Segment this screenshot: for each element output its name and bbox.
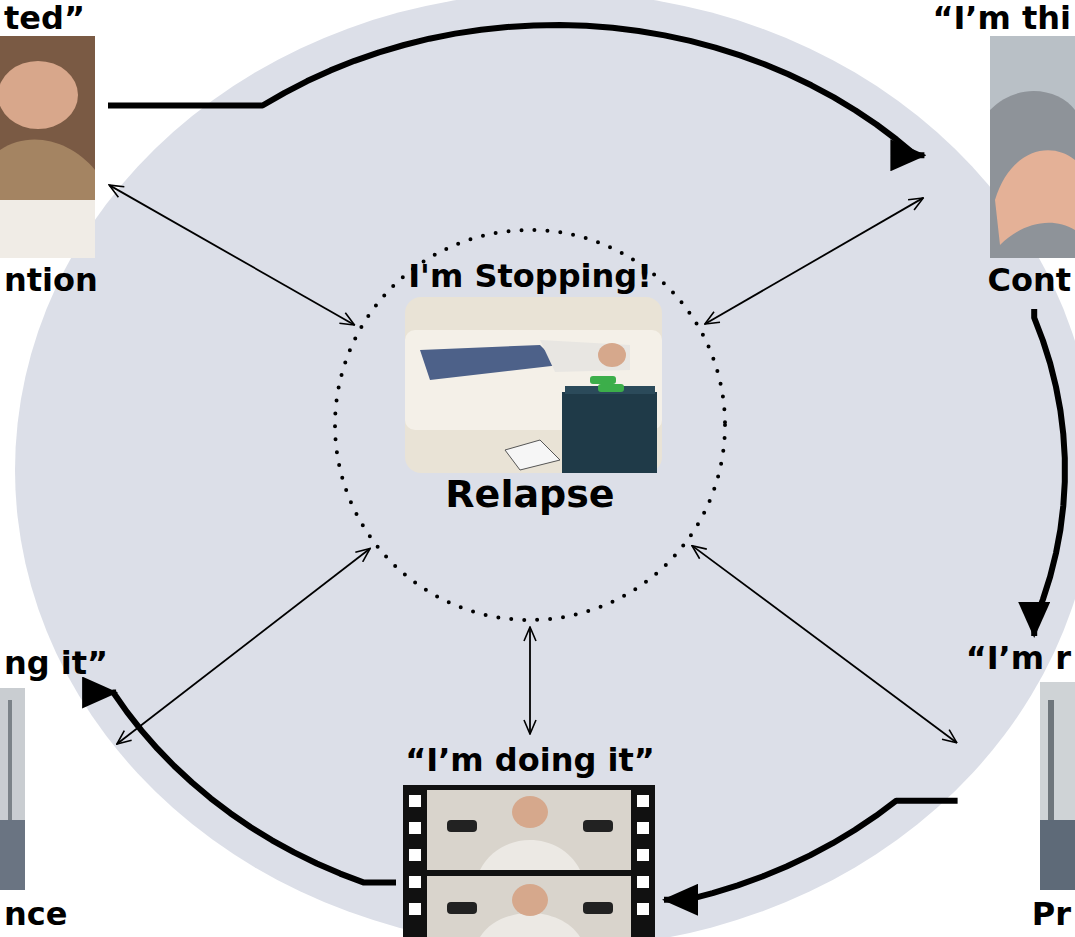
relapse-arrow <box>692 546 957 743</box>
shirt <box>480 840 580 870</box>
stage-quote: “I’m r <box>966 640 1071 677</box>
film <box>403 785 655 937</box>
stage-quote: “I’m doing it” <box>405 742 655 779</box>
face <box>0 61 78 129</box>
shirt <box>990 91 1075 258</box>
relapse-arrow <box>117 549 370 745</box>
face <box>512 884 548 916</box>
sleeping-man-photo <box>0 36 95 258</box>
stage-name: nce <box>4 896 67 933</box>
still-doing-man-photo <box>0 688 25 890</box>
relapse-arrow <box>109 185 354 325</box>
cycle-arrow <box>108 25 924 155</box>
photo-ground <box>0 688 25 890</box>
side-table <box>562 392 657 473</box>
stage-name: Pr <box>1032 896 1071 933</box>
dumbbell <box>598 384 624 392</box>
machine-bar <box>1048 700 1054 820</box>
sprocket-hole <box>409 795 421 807</box>
relapse-arrow <box>705 198 923 324</box>
cycle-arrow <box>113 693 396 883</box>
shirt <box>540 340 630 372</box>
sprocket-hole <box>409 822 421 834</box>
dumbbell <box>447 902 477 914</box>
relapse-arrow <box>529 627 531 734</box>
sprocket-hole <box>637 903 649 915</box>
floor <box>0 820 25 890</box>
cycle-ground <box>15 0 1075 937</box>
dumbbell <box>590 376 616 384</box>
face <box>512 796 548 828</box>
stage-name: Relapse <box>445 473 614 517</box>
stage-node: “I’m thiCont <box>928 0 1075 305</box>
dotted-outline <box>335 230 725 620</box>
photo-ground <box>1040 682 1075 890</box>
jeans <box>420 345 560 380</box>
couch-photo <box>405 297 662 473</box>
sheet <box>0 200 95 258</box>
sprocket-hole <box>637 822 649 834</box>
film-frame <box>427 790 631 870</box>
sprocket-hole <box>409 849 421 861</box>
dumbbell <box>583 820 613 832</box>
stage-node: ng it” nce <box>0 645 112 937</box>
stage-quote: ted” <box>4 0 85 37</box>
sprocket-hole <box>637 876 649 888</box>
filmstrip <box>403 785 655 937</box>
floor <box>1040 820 1075 890</box>
dumbbell <box>583 902 613 914</box>
dumbbell <box>447 820 477 832</box>
ready-man-photo <box>1040 682 1075 890</box>
sprocket-hole <box>409 876 421 888</box>
stage-quote: “I’m thi <box>932 0 1071 37</box>
face <box>598 343 626 367</box>
stage-node: ted” ntion <box>0 0 104 305</box>
stage-quote: I'm Stopping! <box>408 258 652 295</box>
photo-ground <box>990 36 1075 258</box>
photo-ground <box>405 297 662 473</box>
stage-quote: ng it” <box>4 645 108 682</box>
stage-name: ntion <box>4 262 98 299</box>
cycle-arrow <box>1034 309 1065 636</box>
thinking-man-photo <box>990 36 1075 258</box>
pillow <box>0 140 95 258</box>
stage-node: “I’m doing it” <box>400 740 660 937</box>
cycle-arrow <box>664 801 958 900</box>
sprocket-hole <box>637 795 649 807</box>
stage-node: “I’m r Pr <box>962 640 1075 937</box>
sneakers <box>505 440 560 470</box>
stage-name: Cont <box>987 262 1071 299</box>
sprocket-hole <box>637 849 649 861</box>
arm <box>995 150 1075 245</box>
relapse-circle: I'm Stopping! Relapse <box>330 225 730 625</box>
machine-bar <box>8 700 12 820</box>
shirt <box>480 913 580 937</box>
film-frame <box>427 876 631 937</box>
sprocket-hole <box>409 903 421 915</box>
